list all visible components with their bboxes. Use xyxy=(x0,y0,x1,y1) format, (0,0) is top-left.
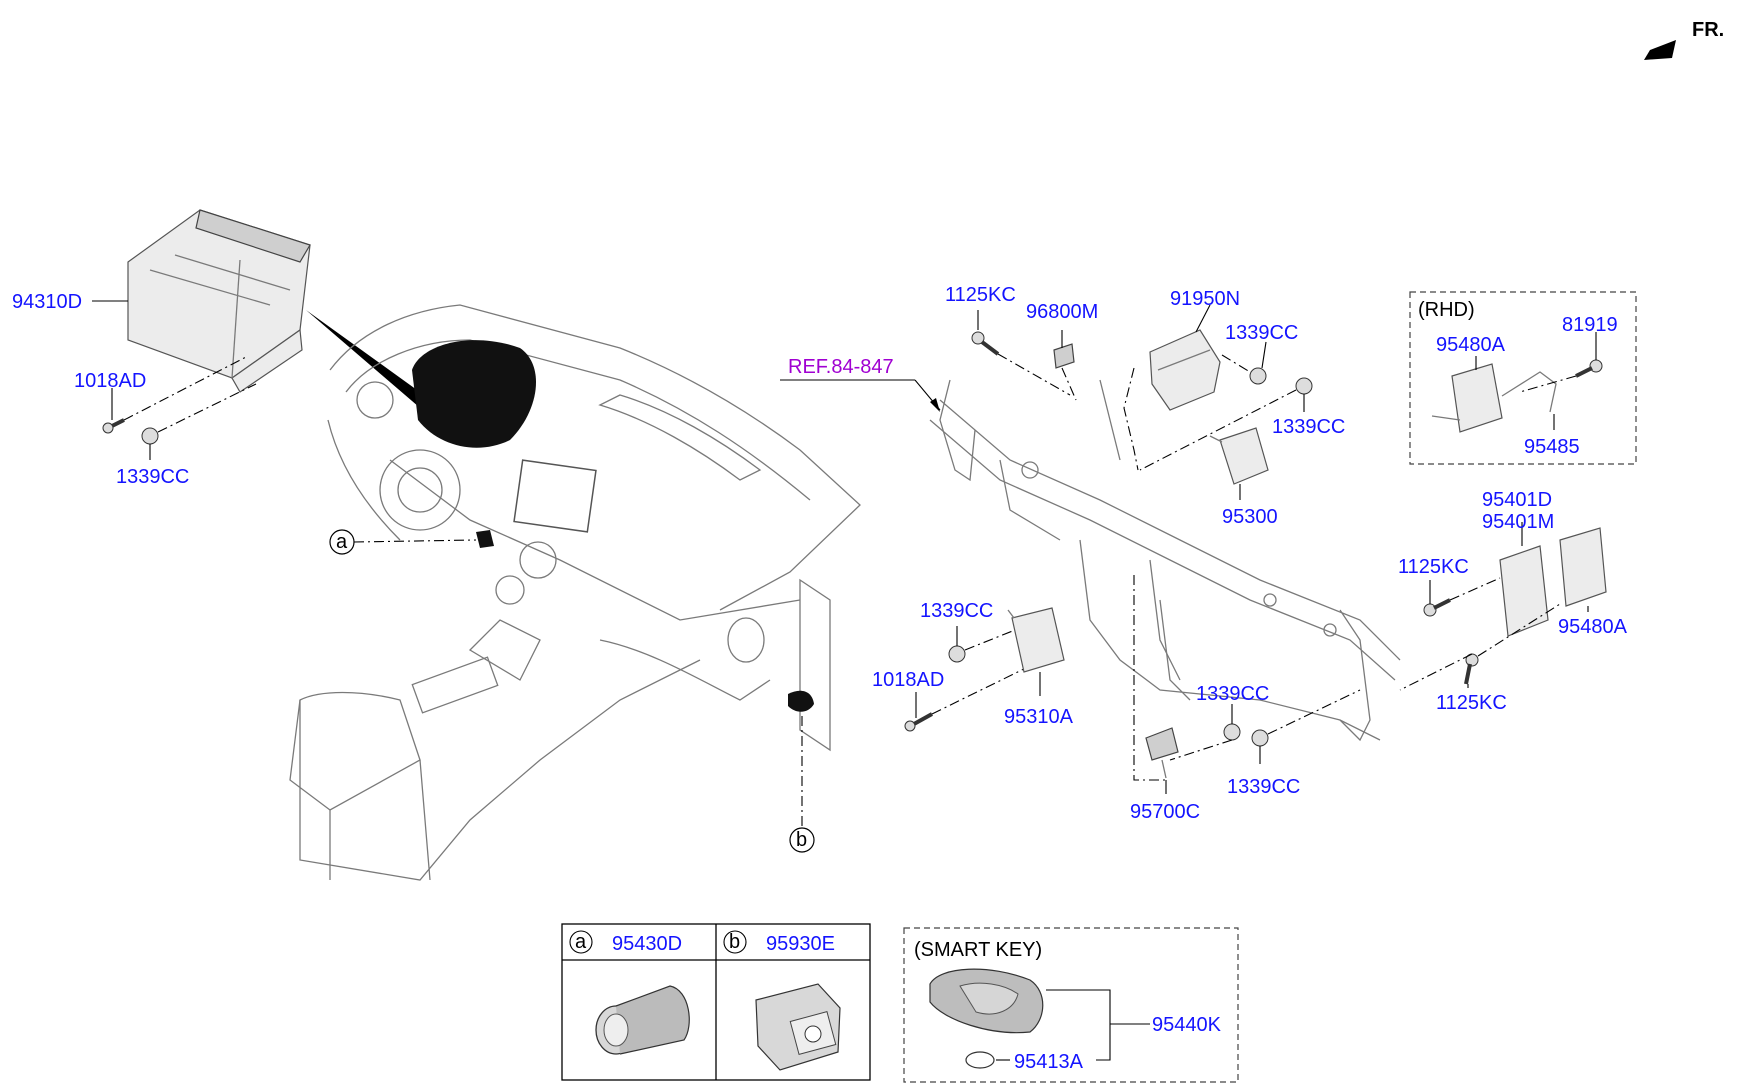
part-95300[interactable]: 95300 xyxy=(1222,506,1278,528)
module-95401-drawing xyxy=(1499,527,1607,637)
part-95401M[interactable]: 95401M xyxy=(1482,511,1554,533)
module-94310D-drawing xyxy=(127,209,311,393)
part-95480A-right[interactable]: 95480A xyxy=(1558,616,1628,638)
part-95930E[interactable]: 95930E xyxy=(766,933,835,955)
bolt-icon xyxy=(971,331,1000,356)
table-col-a-marker xyxy=(569,930,593,954)
part-1339CC-upper[interactable]: 1339CC xyxy=(1225,322,1298,344)
part-1339CC-mid[interactable]: 1339CC xyxy=(1272,416,1345,438)
part-95310A[interactable]: 95310A xyxy=(1004,706,1074,728)
module-95310A-drawing xyxy=(1007,607,1065,673)
front-label: FR. xyxy=(1692,19,1724,41)
part-95430D[interactable]: 95430D xyxy=(612,933,682,955)
part-1339CC-bot1[interactable]: 1339CC xyxy=(1196,683,1269,705)
part-1339CC-top[interactable]: 1339CC xyxy=(116,466,189,488)
reference-label[interactable]: REF.84-847 xyxy=(788,356,894,378)
sensor-95700C-drawing xyxy=(1145,727,1179,779)
dashboard-drawing xyxy=(289,304,861,881)
nut-icon xyxy=(1223,723,1241,741)
part-94310D[interactable]: 94310D xyxy=(12,291,82,313)
part-1018AD-top[interactable]: 1018AD xyxy=(74,370,146,392)
table-col-b-letter: b xyxy=(729,931,740,953)
module-95300-drawing xyxy=(1209,427,1269,485)
module-95480A-rhd-drawing xyxy=(1431,363,1557,433)
part-95413A[interactable]: 95413A xyxy=(1014,1051,1084,1073)
part-95485[interactable]: 95485 xyxy=(1524,436,1580,458)
nut-icon xyxy=(141,427,159,445)
bolt-icon xyxy=(1464,653,1479,685)
nut-icon xyxy=(1251,729,1269,747)
part-91950N[interactable]: 91950N xyxy=(1170,288,1240,310)
smart-key-box xyxy=(903,927,1239,1083)
part-81919[interactable]: 81919 xyxy=(1562,314,1618,336)
front-direction-arrow-icon xyxy=(1644,40,1676,60)
callout-a-letter: a xyxy=(336,531,348,553)
switch-95430D-drawing xyxy=(595,985,690,1055)
part-1125KC-top[interactable]: 1125KC xyxy=(945,284,1016,306)
part-1018AD-left[interactable]: 1018AD xyxy=(872,669,944,691)
bolt-icon xyxy=(1575,359,1603,378)
cross-member-frame-drawing xyxy=(929,379,1401,742)
screw-icon xyxy=(904,712,933,732)
rhd-title: (RHD) xyxy=(1418,299,1475,321)
nut-icon xyxy=(948,645,966,663)
part-1125KC-right[interactable]: 1125KC xyxy=(1398,556,1469,578)
part-95480A-rhd[interactable]: 95480A xyxy=(1436,334,1506,356)
table-col-b-marker xyxy=(723,930,747,954)
part-95700C[interactable]: 95700C xyxy=(1130,801,1200,823)
part-1339CC-left[interactable]: 1339CC xyxy=(920,600,993,622)
table-col-a-letter: a xyxy=(575,931,587,953)
part-96800M[interactable]: 96800M xyxy=(1026,301,1098,323)
junction-block-91950N-drawing xyxy=(1149,329,1221,411)
screw-icon xyxy=(102,418,125,434)
callout-b-marker xyxy=(789,827,815,853)
nut-icon xyxy=(1295,377,1313,395)
sensor-96800M-drawing xyxy=(1053,343,1075,369)
part-1125KC-lower[interactable]: 1125KC xyxy=(1436,692,1507,714)
part-95401D[interactable]: 95401D xyxy=(1482,489,1552,511)
rhd-box xyxy=(1409,291,1637,465)
switch-95930E-drawing xyxy=(755,983,841,1071)
bolt-icon xyxy=(1423,598,1451,617)
smart-key-fob-drawing xyxy=(929,968,1044,1034)
part-95440K[interactable]: 95440K xyxy=(1152,1014,1222,1036)
part-1339CC-bot2[interactable]: 1339CC xyxy=(1227,776,1300,798)
callout-b-letter: b xyxy=(796,829,807,851)
smart-key-title: (SMART KEY) xyxy=(914,939,1042,961)
nut-icon xyxy=(1249,367,1267,385)
battery-icon xyxy=(965,1051,995,1069)
